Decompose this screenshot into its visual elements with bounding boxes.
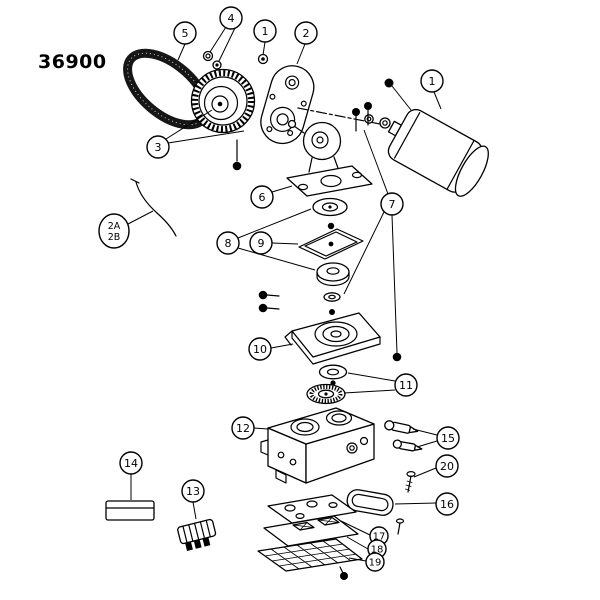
callout-11: 11: [394, 373, 418, 397]
callout-7: 7: [380, 192, 404, 216]
part-number: 36900: [38, 51, 107, 73]
callout-1-top-label: 1: [262, 25, 269, 38]
callout-10: 10: [248, 337, 272, 361]
motor-bolt: [384, 78, 394, 88]
square-gasket: [298, 228, 364, 260]
oval-cover: [346, 489, 405, 535]
pulley-fasteners: [202, 50, 269, 70]
pump-body: [287, 119, 342, 173]
valve-body: [260, 407, 375, 484]
callout-4-label: 4: [228, 12, 235, 25]
flange-plate: [286, 165, 373, 197]
callout-10-label: 10: [253, 343, 267, 356]
callout-15-label: 15: [441, 432, 455, 445]
callout-3: 3: [146, 135, 170, 159]
screw-20: [405, 471, 416, 493]
callout-19: 19: [365, 552, 385, 572]
pump-housing: [284, 312, 402, 365]
callout-9-label: 9: [258, 237, 265, 250]
needle-fittings: [384, 420, 423, 452]
callout-14-label: 14: [124, 457, 138, 470]
flat-box: [105, 500, 155, 521]
callout-4: 4: [219, 6, 243, 30]
small-washer: [323, 292, 341, 315]
callout-7-label: 7: [389, 198, 396, 211]
callout-18-label: 18: [371, 545, 384, 556]
parts-artwork: [105, 48, 489, 580]
bent-rod: [130, 178, 177, 237]
valve-plate-18: [263, 515, 359, 547]
callout-12-label: 12: [236, 422, 250, 435]
callout-3-label: 3: [155, 141, 162, 154]
leader-lines: [127, 26, 442, 562]
gasket-plate-17: [267, 494, 357, 524]
callout-2-label: 2: [303, 27, 310, 40]
callout-1-top: 1: [253, 19, 277, 43]
callout-17-label: 17: [373, 532, 386, 543]
callout-2b-label: 2B: [108, 232, 121, 243]
callout-1-motor: 1: [420, 69, 444, 93]
callout-9: 9: [249, 231, 273, 255]
callout-16: 16: [435, 492, 459, 516]
callout-2a-2b: 2A 2B: [98, 213, 130, 249]
callout-8-label: 8: [225, 237, 232, 250]
motor: [384, 78, 489, 197]
callout-5: 5: [173, 21, 197, 45]
callout-19-label: 19: [369, 558, 382, 569]
pulley: [190, 68, 256, 134]
callout-5-label: 5: [182, 27, 189, 40]
callout-14: 14: [119, 451, 143, 475]
callout-2: 2: [294, 21, 318, 45]
callout-6: 6: [250, 185, 274, 209]
callout-12: 12: [231, 416, 255, 440]
callout-6-label: 6: [259, 191, 266, 204]
callout-16-label: 16: [440, 498, 454, 511]
callout-8: 8: [216, 231, 240, 255]
callout-15: 15: [436, 426, 460, 450]
axis-washer-and-nut: [364, 114, 391, 129]
callout-11-label: 11: [399, 379, 413, 392]
pump-bolts: [232, 102, 372, 171]
callout-20: 20: [435, 454, 459, 478]
impeller-discs: [306, 364, 348, 405]
stack-bolts: [258, 290, 280, 313]
mounting-plate: [260, 65, 315, 145]
diaphragm-disc: [312, 197, 348, 230]
callout-2a-label: 2A: [108, 221, 121, 232]
callout-13-label: 13: [186, 485, 200, 498]
grid-plate-19: [257, 538, 363, 580]
callout-20-label: 20: [440, 460, 454, 473]
callouts: 5 4 1 2 3 1 2A 2B 6 7 8 9: [98, 6, 460, 572]
connector: [177, 518, 217, 551]
callout-13: 13: [181, 479, 205, 503]
callout-1-motor-label: 1: [429, 75, 436, 88]
lower-disc: [316, 262, 350, 287]
